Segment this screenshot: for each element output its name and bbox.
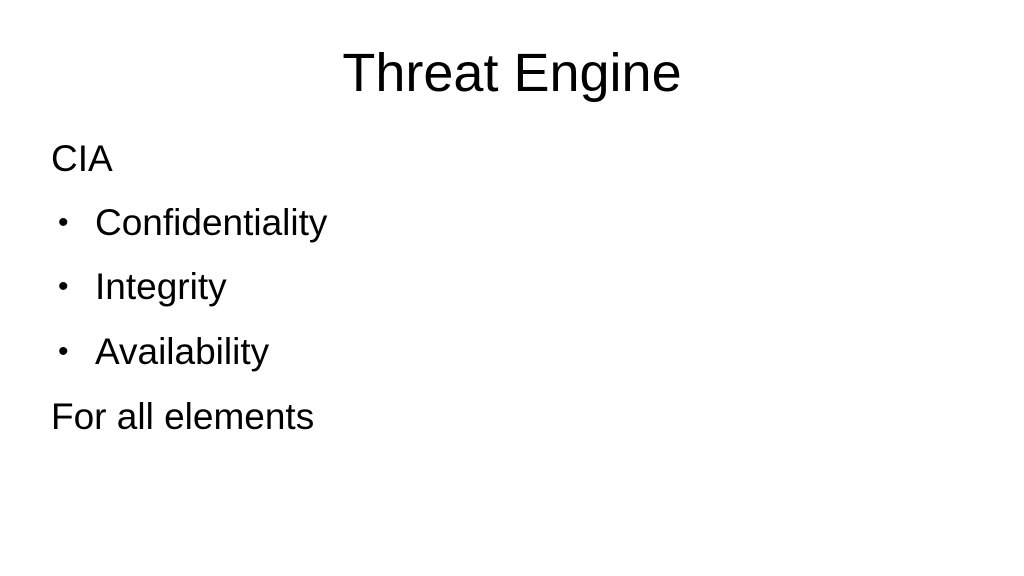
closing-line: For all elements (51, 396, 315, 437)
slide-title: Threat Engine (342, 43, 682, 103)
section-heading: CIA (51, 138, 113, 179)
bullet-item: • Confidentiality (58, 201, 327, 245)
bullet-item: • Integrity (58, 265, 227, 309)
bullet-dot: • (58, 335, 69, 368)
bullet-dot: • (58, 270, 69, 303)
bullet-text: Confidentiality (95, 202, 328, 243)
bullet-dot: • (58, 206, 69, 239)
bullet-text: Integrity (95, 266, 227, 307)
bullet-text: Availability (95, 331, 270, 372)
bullet-item: • Availability (58, 330, 269, 374)
